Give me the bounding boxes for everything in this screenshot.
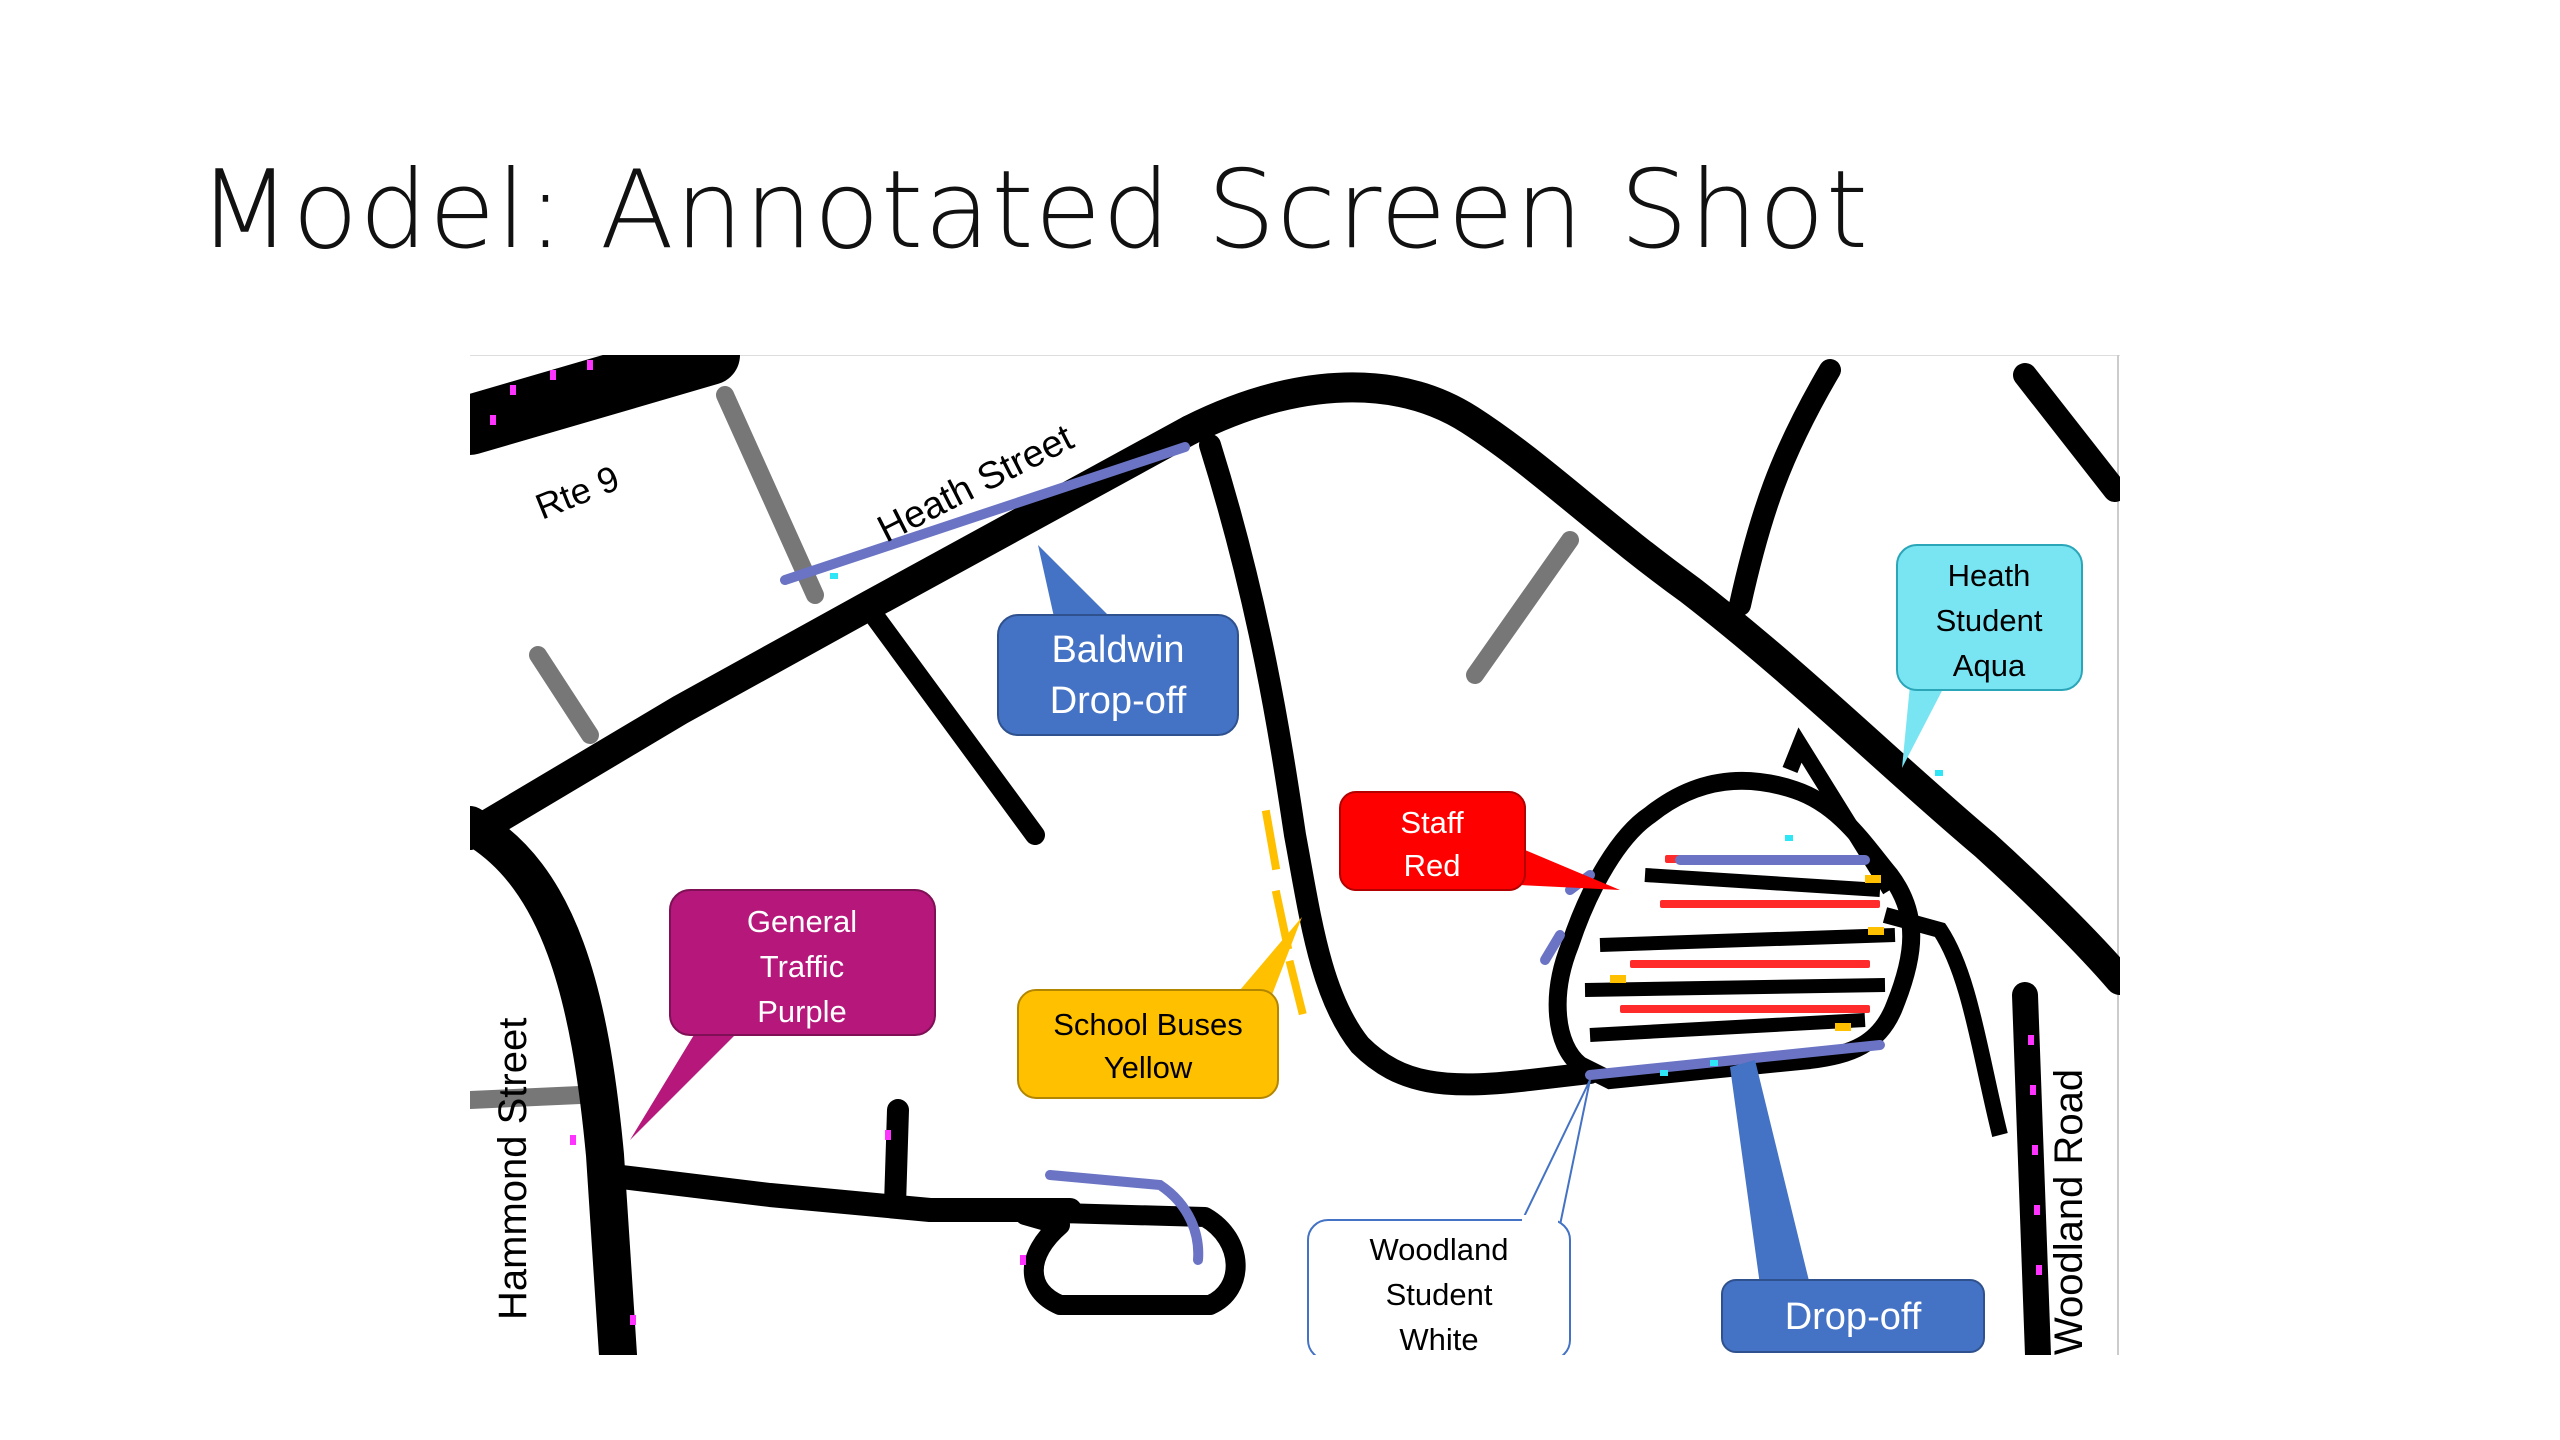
parking-exit-road <box>1882 907 2008 1137</box>
callout-general-traffic: General Traffic Purple <box>630 889 936 1140</box>
heath-student-vehicles <box>830 573 1943 1076</box>
callout-woodland-student-box <box>1307 1219 1571 1355</box>
callout-baldwin-line1: Baldwin <box>1051 629 1184 671</box>
callout-general-traffic-pointer <box>630 1025 745 1140</box>
callout-school-buses-line2: Yellow <box>1104 1050 1193 1085</box>
callout-woodland-student-pointer <box>1519 1079 1591 1226</box>
parking-aisle-3 <box>1584 978 1886 997</box>
callout-heath-student-box <box>1896 544 2083 691</box>
callout-baldwin-line2: Drop-off <box>1050 680 1187 722</box>
cul-de-sac-loop <box>1015 1203 1246 1315</box>
minor-road-hammond-spur <box>470 1086 589 1109</box>
callout-baldwin-dropoff: Baldwin Drop-off <box>997 545 1239 736</box>
callout-heath-student-pointer <box>1902 685 1945 768</box>
callout-school-buses-pointer <box>1240 917 1302 1000</box>
callout-baldwin-pointer <box>1038 545 1110 617</box>
callout-woodland-student-line1: Woodland <box>1369 1232 1508 1267</box>
staff-vehicle-row-4 <box>1620 1005 1870 1013</box>
heath-street-road <box>470 415 1205 850</box>
school-parking-lot <box>1548 727 2008 1137</box>
lot-bus-markers <box>1610 875 1884 1031</box>
woodland-road <box>2012 982 2051 1355</box>
callout-dropoff: Drop-off <box>1721 1060 1985 1353</box>
callout-dropoff-pointer <box>1730 1060 1810 1285</box>
callout-staff-line1: Staff <box>1400 805 1464 840</box>
map-svg: Rte 9 Heath Street Hammond Street Woodla… <box>470 355 2120 1355</box>
minor-road-west <box>529 646 599 744</box>
staff-vehicle-row-3 <box>1630 960 1870 968</box>
dropoff-lane-staff-2 <box>1540 930 1565 965</box>
rte-9-road <box>470 355 740 455</box>
callout-general-traffic-line3: Purple <box>757 994 847 1029</box>
dropoff-lane-woodland <box>1585 1040 1885 1080</box>
callout-woodland-student-joint <box>1522 1215 1558 1227</box>
hammond-spur-road <box>593 1163 1082 1222</box>
baldwin-dropoff-lane <box>780 442 1190 585</box>
main-roads <box>470 355 2120 1355</box>
callout-woodland-student-line2: Student <box>1386 1277 1493 1312</box>
callout-dropoff-box <box>1721 1279 1985 1353</box>
callout-heath-student-line2: Student <box>1936 603 2043 638</box>
callout-dropoff-line1: Drop-off <box>1785 1296 1922 1338</box>
parking-aisle-1 <box>1644 868 1881 897</box>
parking-aisle-4 <box>1589 1013 1866 1042</box>
callout-general-traffic-line1: General <box>747 904 857 939</box>
short-spur-road <box>884 1099 909 1216</box>
callout-staff-box <box>1339 791 1526 891</box>
callout-general-traffic-box <box>669 889 936 1036</box>
callout-woodland-student-line3: White <box>1399 1322 1478 1355</box>
cul-de-sac-dropoff-lane <box>1045 1170 1204 1265</box>
minor-roads <box>470 386 1579 1109</box>
parking-lot-outline <box>1548 771 1921 1090</box>
callout-heath-student-line3: Aqua <box>1953 648 2026 683</box>
parking-entrance <box>1782 727 1897 895</box>
callout-school-buses: School Buses Yellow <box>1017 917 1302 1099</box>
side-road-south <box>860 600 1045 845</box>
hammond-street-road <box>470 806 637 1355</box>
street-label-hammond-street: Hammond Street <box>491 1018 535 1320</box>
heath-street-east-road <box>1175 372 2120 995</box>
bus-loop-road <box>1199 434 1601 1096</box>
callout-general-traffic-line2: Traffic <box>760 949 844 984</box>
parking-aisle-2 <box>1599 928 1896 952</box>
callout-baldwin-box <box>997 614 1239 736</box>
slide-title: Model: Annotated Screen Shot <box>198 148 1870 273</box>
callout-heath-student: Heath Student Aqua <box>1896 544 2083 768</box>
callout-school-buses-line1: School Buses <box>1053 1007 1243 1042</box>
street-label-woodland-road: Woodland Road <box>2047 1069 2091 1355</box>
northeast-road <box>2013 363 2120 502</box>
minor-road-north <box>716 386 824 604</box>
staff-vehicle-row-2 <box>1660 900 1880 908</box>
callout-woodland-student: Woodland Student White <box>1307 1079 1591 1355</box>
minor-road-center <box>1466 531 1579 684</box>
callout-staff-pointer <box>1520 850 1620 890</box>
north-connector-road <box>1729 359 1841 616</box>
callout-school-buses-box <box>1017 989 1279 1099</box>
callout-staff-line2: Red <box>1404 848 1461 883</box>
callout-heath-student-line1: Heath <box>1948 558 2031 593</box>
site-map: Rte 9 Heath Street Hammond Street Woodla… <box>470 355 2120 1355</box>
callout-staff: Staff Red <box>1339 791 1620 891</box>
general-traffic-vehicles <box>490 360 2042 1325</box>
